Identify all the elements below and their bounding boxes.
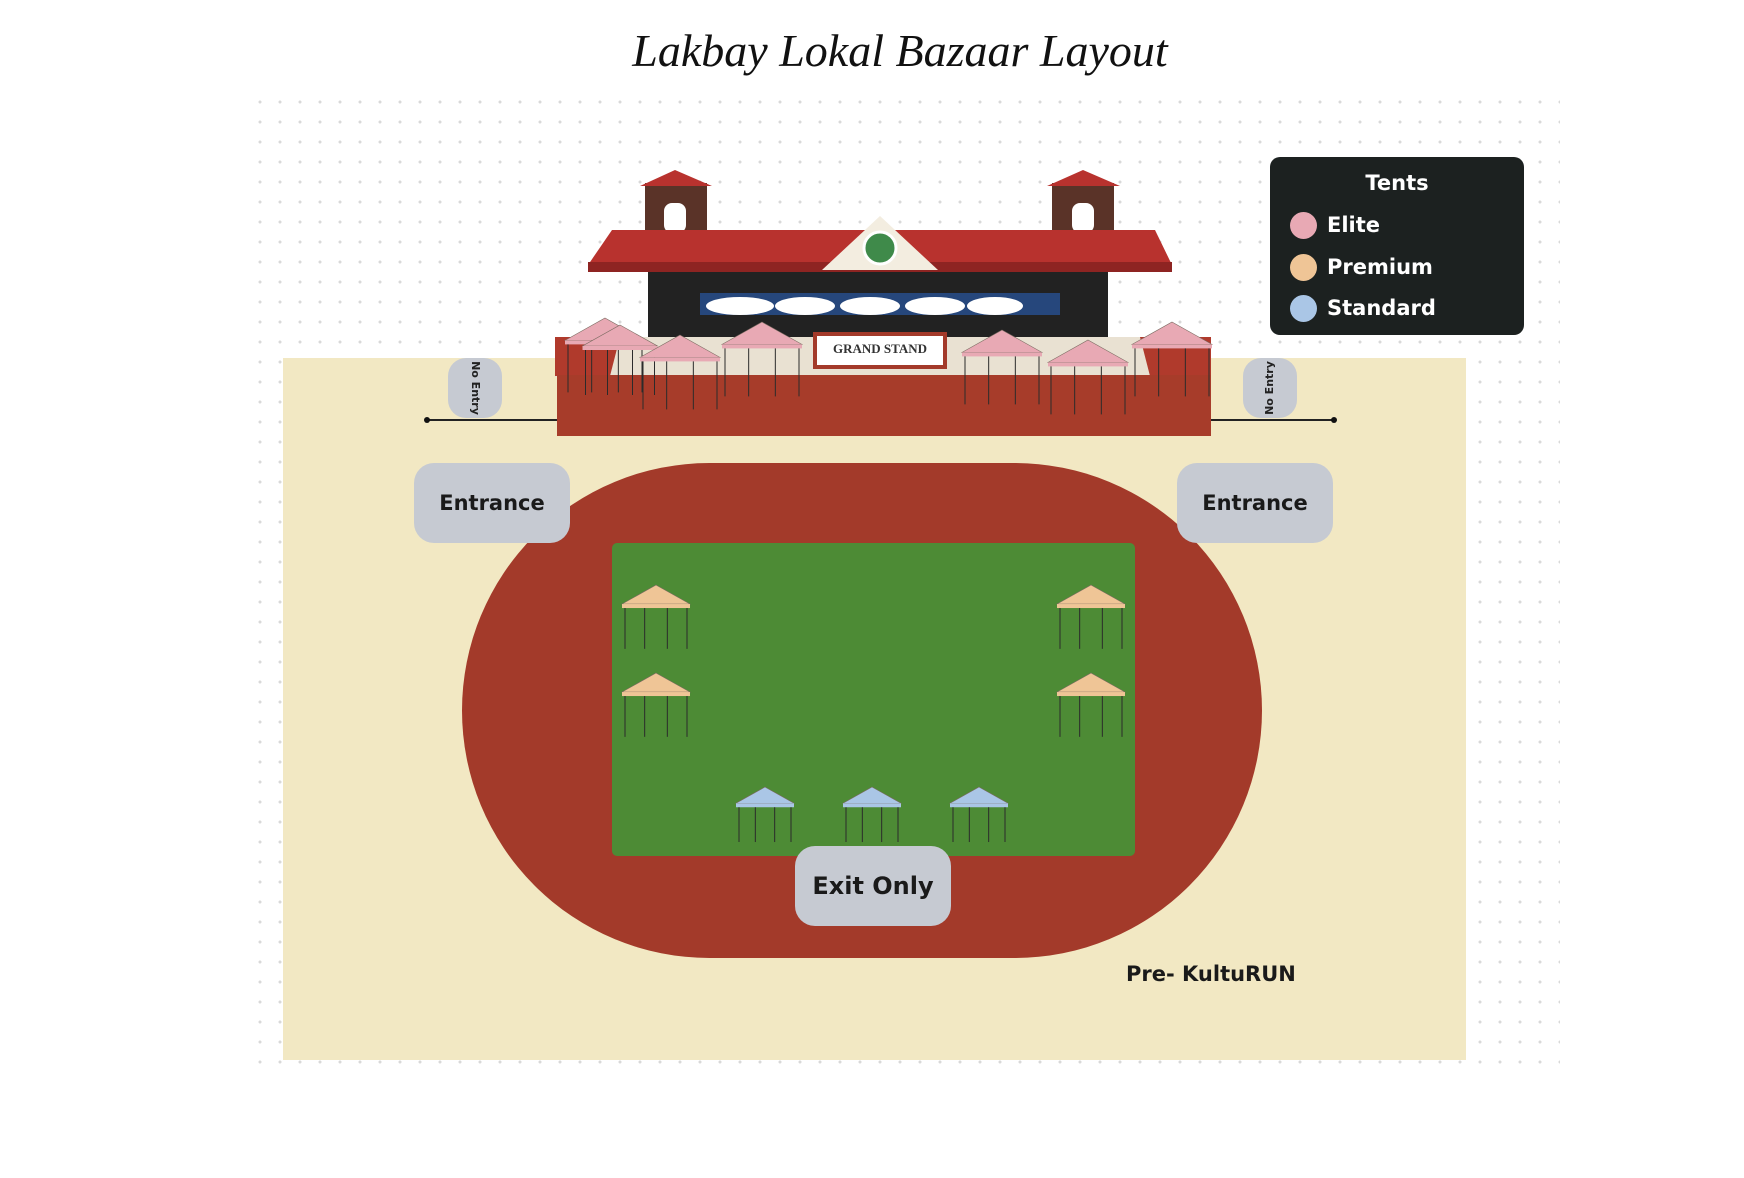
grandstand-banner: GRAND STAND xyxy=(832,341,927,356)
legend-swatch-elite xyxy=(1290,211,1317,239)
legend-item-elite: Elite xyxy=(1290,210,1380,240)
standard-tent xyxy=(841,786,903,843)
premium-tent xyxy=(1055,584,1127,649)
standard-tent xyxy=(948,786,1010,843)
premium-tent xyxy=(1055,672,1127,737)
emblem-icon xyxy=(862,230,898,266)
elite-tent xyxy=(581,324,659,395)
grandstand-banner-bg xyxy=(813,332,947,369)
legend-title: Tents xyxy=(1365,171,1429,195)
barrier-rope-right xyxy=(1211,419,1333,421)
no-entry-left: No Entry xyxy=(448,358,502,418)
tower-left xyxy=(640,170,712,233)
elite-tent xyxy=(638,334,722,410)
tower-right xyxy=(1047,170,1120,233)
barrier-post-left xyxy=(424,417,430,423)
standard-tent xyxy=(734,786,796,843)
legend-item-standard: Standard xyxy=(1290,293,1436,323)
legend-label-standard: Standard xyxy=(1327,296,1436,320)
barrier-rope-left xyxy=(426,419,557,421)
legend-label-elite: Elite xyxy=(1327,213,1381,237)
no-entry-left-label: No Entry xyxy=(469,361,482,415)
elite-tent xyxy=(1130,321,1214,397)
premium-tent xyxy=(620,584,692,649)
grandstand-base xyxy=(557,375,1211,436)
grandstand-windows xyxy=(700,293,1060,315)
page-title: Lakbay Lokal Bazaar Layout xyxy=(632,25,1168,76)
elite-tent xyxy=(960,329,1044,405)
entrance-right: Entrance xyxy=(1177,463,1333,543)
legend-label-premium: Premium xyxy=(1327,255,1433,279)
legend-swatch-premium xyxy=(1290,253,1317,281)
no-entry-right: No Entry xyxy=(1243,358,1297,418)
elite-tent xyxy=(1046,339,1130,415)
legend: Tents Elite Premium Standard xyxy=(1270,157,1524,335)
elite-tent xyxy=(720,321,804,397)
premium-tent xyxy=(620,672,692,737)
exit-only: Exit Only xyxy=(795,846,951,926)
no-entry-right-label: No Entry xyxy=(1263,361,1276,415)
barrier-post-right xyxy=(1331,417,1337,423)
legend-swatch-standard xyxy=(1290,294,1317,322)
footnote-label: Pre- KultuRUN xyxy=(1126,962,1296,986)
entrance-left: Entrance xyxy=(414,463,570,543)
legend-item-premium: Premium xyxy=(1290,252,1433,282)
